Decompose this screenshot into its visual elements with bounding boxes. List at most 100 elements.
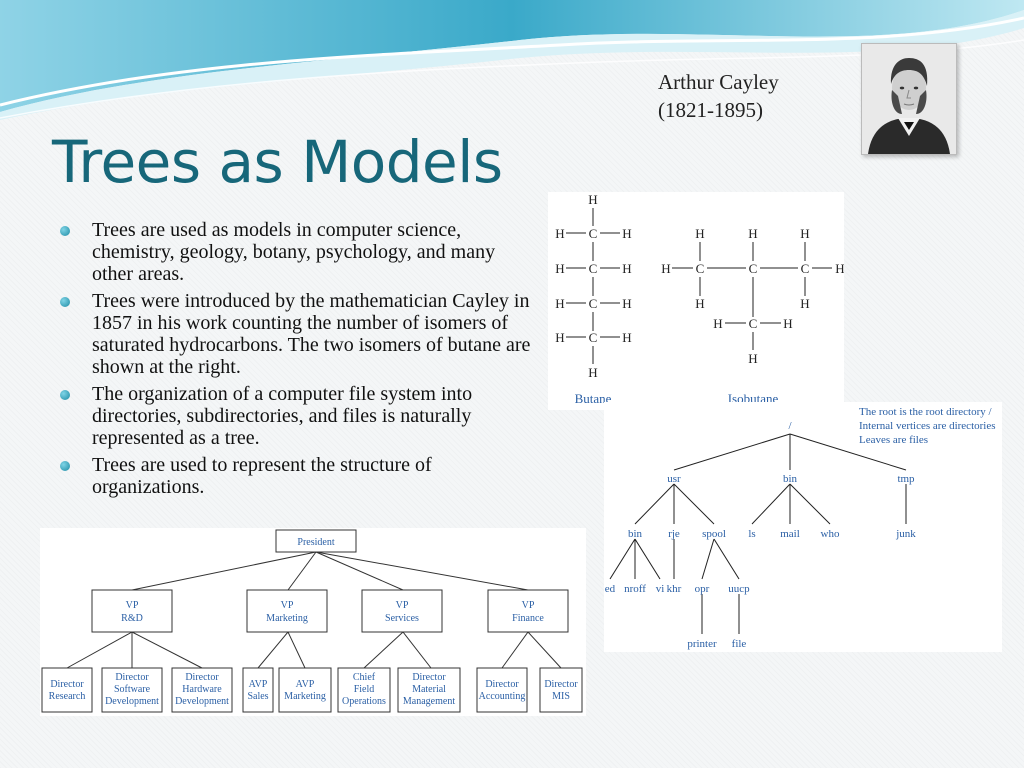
org-node-vp: VP xyxy=(396,600,409,611)
portrait-drawing xyxy=(862,44,956,154)
org-node-leaf: Research xyxy=(49,691,86,702)
atom-label: C xyxy=(801,261,810,276)
file-system-tree-diagram: The root is the root directory / Interna… xyxy=(605,406,996,650)
atom-label: H xyxy=(713,316,722,331)
org-node-leaf: Development xyxy=(175,696,229,707)
bullet-text: The organization of a computer file syst… xyxy=(92,383,473,449)
atom-label: H xyxy=(748,226,757,241)
tree-node: bin xyxy=(628,528,643,540)
atom-label: H xyxy=(555,330,564,345)
portrait-years: (1821-1895) xyxy=(658,98,763,122)
tree-node: mail xyxy=(780,528,800,540)
org-node-leaf: Director xyxy=(185,672,219,683)
atom-label: C xyxy=(749,261,758,276)
org-node-leaf: Sales xyxy=(247,691,268,702)
atom-label: H xyxy=(555,261,564,276)
tree-node-root: / xyxy=(788,420,792,432)
atom-label: H xyxy=(622,261,631,276)
tree-node: spool xyxy=(702,528,726,540)
tree-node: ed xyxy=(605,583,616,595)
atom-label: H xyxy=(555,226,564,241)
bullet-dot-icon xyxy=(60,390,70,400)
atom-label: H xyxy=(661,261,670,276)
tree-node: bin xyxy=(783,473,798,485)
atom-label: C xyxy=(589,261,598,276)
atom-label: H xyxy=(622,296,631,311)
org-node-vp: VP xyxy=(281,600,294,611)
org-node-leaf: Software xyxy=(114,684,151,695)
bullet-item: Trees were introduced by the mathematici… xyxy=(60,290,540,378)
tree-node: rje xyxy=(668,528,680,540)
portrait-image xyxy=(861,43,957,155)
tree-node: who xyxy=(821,528,840,540)
butane-label: Butane xyxy=(575,391,612,406)
org-node-leaf: Field xyxy=(354,684,375,695)
bullet-text: Trees are used as models in computer sci… xyxy=(92,219,496,285)
atom-label: H xyxy=(588,192,597,207)
tree-node: nroff xyxy=(624,583,646,595)
bullet-text: Trees are used to represent the structur… xyxy=(92,454,432,498)
tree-node: junk xyxy=(895,528,916,540)
atom-label: H xyxy=(622,226,631,241)
portrait-name: Arthur Cayley xyxy=(658,70,779,94)
org-node-leaf: AVP xyxy=(249,679,268,690)
atom-label: H xyxy=(800,226,809,241)
tree-note: The root is the root directory / xyxy=(859,406,993,418)
tree-node: uucp xyxy=(728,583,750,595)
atom-label: C xyxy=(749,316,758,331)
org-node-leaf: Director xyxy=(412,672,446,683)
org-node-leaf: Development xyxy=(105,696,159,707)
tree-note: Leaves are files xyxy=(859,434,928,446)
org-node-vp: R&D xyxy=(121,613,143,624)
org-node-vp: Finance xyxy=(512,613,544,624)
atom-label: C xyxy=(589,330,598,345)
isobutane-molecule: H H H H C C C H H H H xyxy=(661,226,844,366)
butane-isomers-figure: H H C H H C H H C H H xyxy=(548,192,845,410)
org-node-leaf: Chief xyxy=(353,672,376,683)
atom-label: H xyxy=(800,296,809,311)
file-system-tree-figure: The root is the root directory / Interna… xyxy=(604,402,1002,652)
atom-label: H xyxy=(588,365,597,380)
atom-label: H xyxy=(835,261,844,276)
org-node-vp: Marketing xyxy=(266,613,308,624)
atom-label: H xyxy=(695,296,704,311)
tree-node: printer xyxy=(687,638,717,650)
org-chart-figure: President VP R&D VP Marketing VP Service… xyxy=(40,528,586,716)
org-node-leaf: Director xyxy=(485,679,519,690)
org-node-leaf: Management xyxy=(403,696,455,707)
org-node-president: President xyxy=(297,537,334,548)
bullet-item: The organization of a computer file syst… xyxy=(60,383,540,449)
atom-label: H xyxy=(748,351,757,366)
butane-molecule: H H C H H C H H C H H xyxy=(555,192,631,380)
atom-label: H xyxy=(695,226,704,241)
tree-node: ls xyxy=(748,528,755,540)
org-node-leaf: Accounting xyxy=(479,691,526,702)
org-node-leaf: MIS xyxy=(552,691,570,702)
org-node-leaf: Director xyxy=(544,679,578,690)
org-node-vp: VP xyxy=(522,600,535,611)
org-chart-diagram: President VP R&D VP Marketing VP Service… xyxy=(41,529,583,713)
bullet-dot-icon xyxy=(60,461,70,471)
bullet-item: Trees are used to represent the structur… xyxy=(60,454,540,498)
atom-label: H xyxy=(783,316,792,331)
atom-label: C xyxy=(696,261,705,276)
atom-label: H xyxy=(622,330,631,345)
tree-node: tmp xyxy=(897,473,915,485)
portrait-caption: Arthur Cayley (1821-1895) xyxy=(658,68,779,124)
atom-label: C xyxy=(589,296,598,311)
tree-node: vi xyxy=(656,583,665,595)
atom-label: H xyxy=(555,296,564,311)
bullet-list: Trees are used as models in computer sci… xyxy=(60,219,540,503)
org-node-leaf: Marketing xyxy=(284,691,326,702)
bullet-dot-icon xyxy=(60,297,70,307)
org-node-leaf: Material xyxy=(412,684,446,695)
tree-note: Internal vertices are directories xyxy=(859,420,996,432)
bullet-dot-icon xyxy=(60,226,70,236)
molecule-diagram: H H C H H C H H C H H xyxy=(555,192,844,406)
org-node-leaf: Director xyxy=(115,672,149,683)
org-node-leaf: Operations xyxy=(342,696,386,707)
tree-node: opr xyxy=(695,583,710,595)
tree-node: file xyxy=(732,638,747,650)
tree-node: usr xyxy=(667,473,681,485)
org-node-leaf: Hardware xyxy=(182,684,222,695)
